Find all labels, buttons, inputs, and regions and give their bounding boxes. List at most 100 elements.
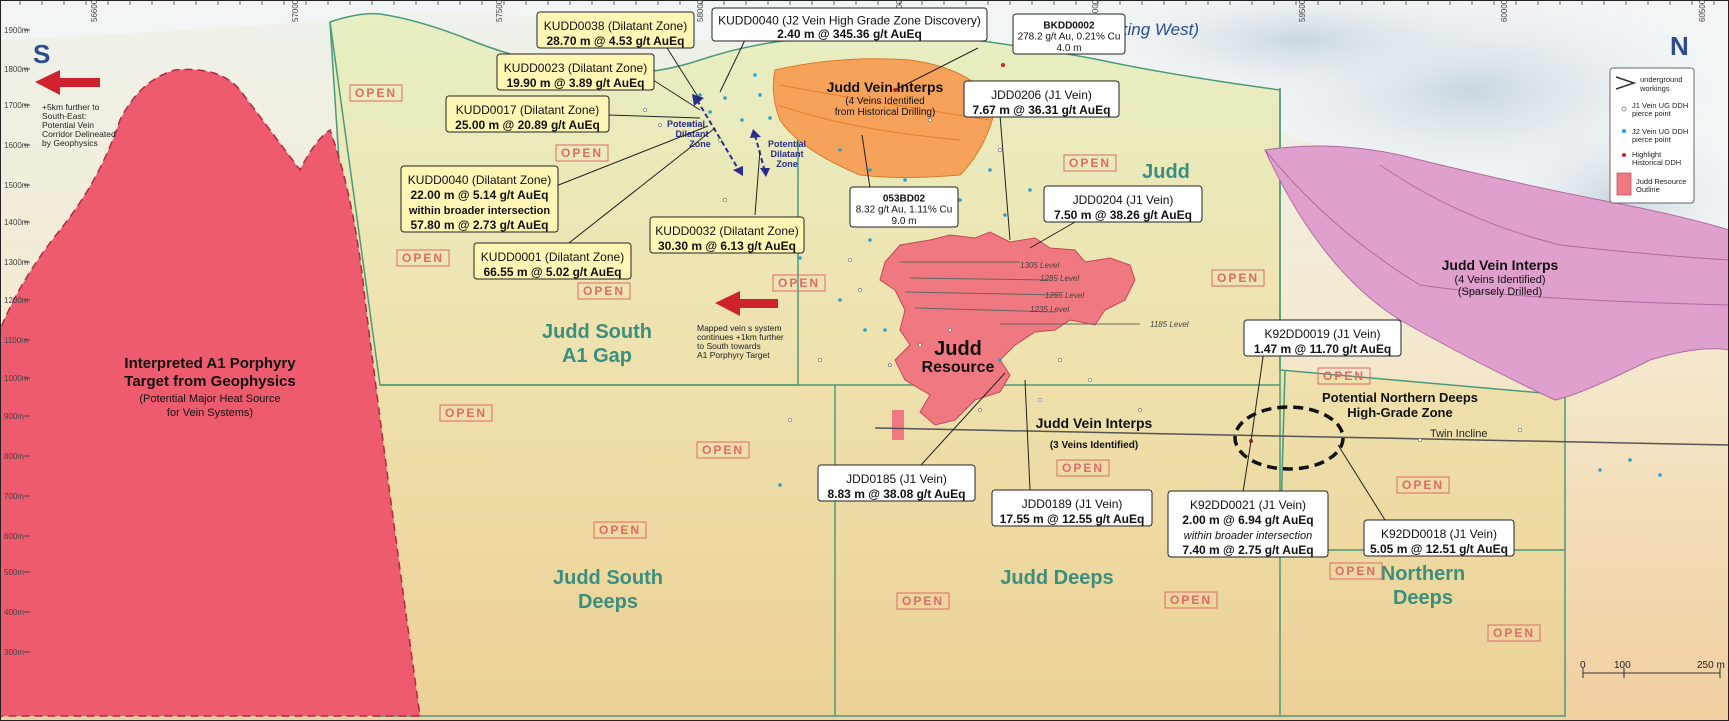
callout-text: K92DD0019 (J1 Vein) — [1264, 327, 1380, 341]
northern-deeps-ellipse — [1233, 405, 1345, 471]
callout-box — [473, 242, 632, 280]
elevation-tick: 1500m — [4, 181, 29, 190]
callout-text: 2.00 m @ 6.94 g/t AuEq — [1182, 513, 1313, 527]
level-label: 1305 Level — [1020, 261, 1059, 270]
callout-kudd0040_top: KUDD0040 (J2 Vein High Grade Zone Discov… — [711, 7, 988, 42]
legend-j1: J1 Vein UG DDH — [1632, 101, 1688, 110]
callout-box — [711, 7, 988, 42]
resource-patch — [892, 410, 904, 440]
lower-vein-sub: (3 Veins Identified) — [1050, 440, 1138, 451]
south-note-line: South-East: — [42, 111, 86, 121]
northern-deeps-title: Potential Northern Deeps — [1322, 390, 1478, 405]
callout-box — [496, 53, 655, 91]
callout-text: 28.70 m @ 4.53 g/t AuEq — [547, 34, 685, 48]
callout-box — [1363, 519, 1515, 557]
open-text: OPEN — [1170, 593, 1212, 607]
callout-k92dd0019: K92DD0019 (J1 Vein)1.47 m @ 11.70 g/t Au… — [1243, 319, 1402, 357]
zone-judd: Judd — [1142, 161, 1190, 183]
scale-bar: 0 100 250 m — [1580, 660, 1725, 678]
dilatant-label: Dilatant — [675, 129, 708, 139]
callout-jdd0185: JDD0185 (J1 Vein)8.83 m @ 38.08 g/t AuEq — [817, 464, 976, 502]
north-vein-line — [1264, 149, 1729, 306]
south-note-line: Potential Vein — [42, 120, 94, 130]
open-label: OPEN — [1063, 154, 1117, 172]
porphyry-target — [0, 68, 421, 717]
elevation-tick: 1600m — [4, 141, 29, 150]
j1-point-icon — [1621, 106, 1627, 112]
north-vein-title: Judd Vein Interps — [1442, 257, 1559, 273]
open-text: OPEN — [1323, 369, 1365, 383]
porphyry-label: Interpreted A1 Porphyry Target from Geop… — [124, 355, 296, 419]
elevation-tick: 1800m — [4, 65, 29, 74]
dilatant-label: Dilatant — [770, 149, 803, 159]
callout-text: within broader intersection — [408, 205, 550, 217]
zone-judd-south-deeps: Deeps — [578, 591, 638, 613]
level-lines — [900, 261, 1140, 325]
level-label: 1285 Level — [1040, 274, 1079, 283]
elevation-tick: 300m — [4, 648, 24, 657]
callout-text: 278.2 g/t Au, 0.21% Cu — [1018, 32, 1121, 43]
elevation-tick: 1700m — [4, 101, 29, 110]
cloud — [1080, 0, 1520, 100]
north-vein-sub: (Sparsely Drilled) — [1458, 286, 1542, 298]
callout-text: JDD0204 (J1 Vein) — [1073, 193, 1174, 207]
porphyry-line-4: for Vein Systems) — [167, 407, 253, 419]
callout-box — [1167, 490, 1329, 558]
mapped-vein-arrow — [715, 291, 778, 316]
open-text: OPEN — [445, 406, 487, 420]
south-arrow — [35, 70, 100, 95]
callout-text: 7.40 m @ 2.75 g/t AuEq — [1182, 543, 1313, 557]
dilatant-label: Zone — [689, 139, 711, 149]
arrow-head — [692, 94, 704, 106]
callout-k92dd0018: K92DD0018 (J1 Vein)5.05 m @ 12.51 g/t Au… — [1363, 519, 1515, 557]
legend-box — [1609, 67, 1695, 204]
callout-text: 22.00 m @ 5.14 g/t AuEq — [411, 188, 549, 202]
south-label: S — [33, 39, 50, 69]
legend-j2: J2 Vein UG DDH — [1632, 127, 1688, 136]
north-vein-line — [1379, 164, 1729, 261]
elevation-tick: 900m — [4, 412, 24, 421]
upper-vein-sub: from Historical Drilling) — [835, 107, 936, 118]
resource-swatch-icon — [1616, 172, 1632, 196]
dilatant-label: Potential — [667, 119, 705, 129]
upper-vein-zone — [772, 58, 996, 178]
callout-text: 1.47 m @ 11.70 g/t AuEq — [1254, 342, 1391, 356]
elevation-tick: 700m — [4, 492, 24, 501]
legend-res: Judd Resource — [1636, 177, 1686, 186]
south-note: +5km further to South-East: Potential Ve… — [42, 102, 116, 148]
callout-box — [817, 464, 976, 502]
open-text: OPEN — [599, 523, 641, 537]
callout-text: 053BD02 — [883, 193, 926, 204]
legend-j2: pierce point — [1632, 135, 1672, 144]
callout-text: KUDD0040 (J2 Vein High Grade Zone Discov… — [718, 14, 981, 28]
callout-text: 7.50 m @ 38.26 g/t AuEq — [1054, 208, 1192, 222]
open-label: OPEN — [1487, 624, 1541, 642]
easting-tick: 60500N — [1698, 0, 1707, 22]
open-label: OPEN — [349, 84, 403, 102]
open-text: OPEN — [583, 284, 625, 298]
elevation-tick: 600m — [4, 532, 24, 541]
callout-text: 5.05 m @ 12.51 g/t AuEq — [1370, 542, 1508, 556]
callout-text: JDD0206 (J1 Vein) — [991, 88, 1092, 102]
zone-judd-deeps: Judd Deeps — [1000, 567, 1113, 589]
callout-text: JDD0185 (J1 Vein) — [846, 472, 947, 486]
callout-jdd0204: JDD0204 (J1 Vein)7.50 m @ 38.26 g/t AuEq — [1043, 185, 1203, 223]
zone-judd-south-a1: A1 Gap — [562, 345, 632, 367]
callout-text: 25.00 m @ 20.89 g/t AuEq — [455, 118, 600, 132]
open-label: OPEN — [439, 404, 493, 422]
callout-text: 66.55 m @ 5.02 g/t AuEq — [484, 265, 622, 279]
open-label: OPEN — [772, 274, 826, 292]
zone-judd-south-a1: Judd South — [542, 321, 652, 343]
level-label: 1235 Level — [1030, 305, 1069, 314]
callout-text: 2.40 m @ 345.36 g/t AuEq — [777, 27, 922, 41]
open-label: OPEN — [1211, 269, 1265, 287]
callout-kudd0032: KUDD0032 (Dilatant Zone)30.30 m @ 6.13 g… — [649, 216, 805, 254]
callout-text: KUDD0040 (Dilatant Zone) — [408, 173, 551, 187]
callout-text: 57.80 m @ 2.73 g/t AuEq — [411, 218, 549, 232]
elevation-tick: 1900m — [4, 26, 29, 35]
easting-tick: 57000N — [291, 0, 300, 22]
leader-lines — [555, 39, 1386, 521]
dilatant-labels: Potential Dilatant Zone Potential Dilata… — [667, 119, 806, 169]
